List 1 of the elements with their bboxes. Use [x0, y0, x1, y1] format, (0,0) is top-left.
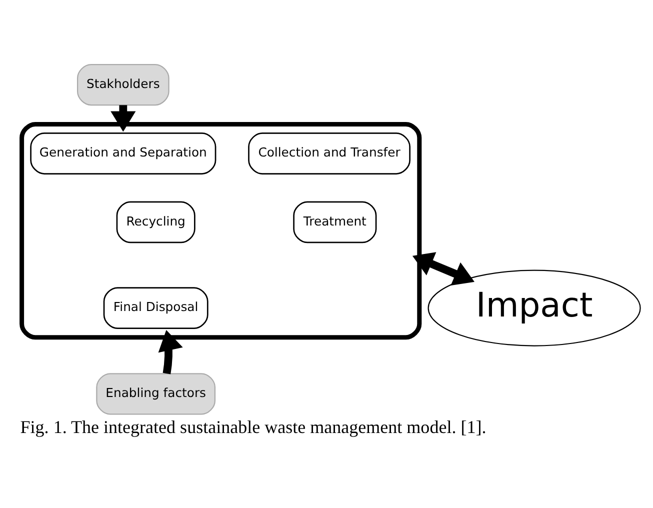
caption: Fig. 1. The integrated sustainable waste management model. [1].	[20, 417, 486, 438]
